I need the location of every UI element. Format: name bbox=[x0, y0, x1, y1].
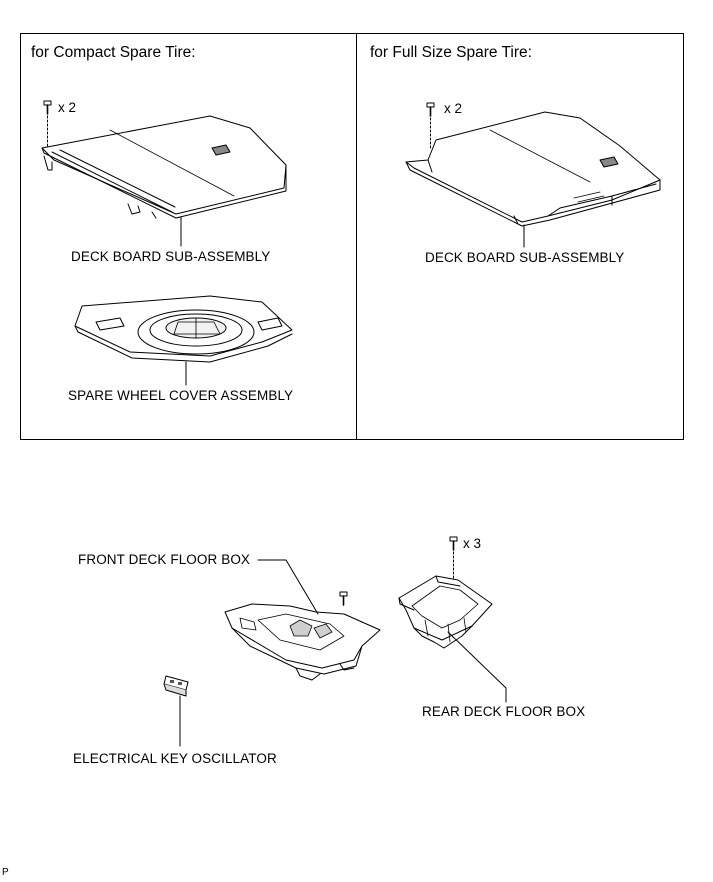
bolt-icon bbox=[44, 101, 51, 150]
full-deck-board-drawing bbox=[406, 112, 660, 247]
spare-wheel-cover-label: SPARE WHEEL COVER ASSEMBLY bbox=[68, 388, 294, 403]
panels-frame bbox=[20, 33, 684, 440]
front-deck-floor-box-drawing bbox=[225, 560, 380, 680]
compact-bolt-quantity: x 2 bbox=[58, 100, 77, 115]
rear-deck-floor-box-label: REAR DECK FLOOR BOX bbox=[422, 704, 586, 719]
front-deck-floor-box-label: FRONT DECK FLOOR BOX bbox=[78, 552, 251, 567]
rear-deck-floor-box-drawing bbox=[399, 576, 506, 702]
bolt-icon bbox=[450, 537, 457, 578]
bolt-icon bbox=[427, 103, 434, 150]
spare-wheel-cover-drawing bbox=[75, 296, 292, 385]
electrical-key-oscillator-drawing bbox=[164, 676, 188, 746]
full-deck-board-label: DECK BOARD SUB-ASSEMBLY bbox=[425, 250, 625, 265]
panels-divider bbox=[356, 33, 357, 440]
compact-deck-board-label: DECK BOARD SUB-ASSEMBLY bbox=[71, 249, 271, 264]
electrical-key-oscillator-label: ELECTRICAL KEY OSCILLATOR bbox=[73, 751, 277, 766]
compact-deck-board-drawing bbox=[42, 116, 286, 246]
illustration-code: P bbox=[2, 867, 9, 878]
compact-panel-heading: for Compact Spare Tire: bbox=[31, 44, 196, 61]
full-panel-heading: for Full Size Spare Tire: bbox=[370, 44, 532, 61]
bolt-icon bbox=[340, 592, 347, 605]
full-bolt-quantity: x 2 bbox=[444, 101, 463, 116]
rear-bolt-quantity: x 3 bbox=[463, 536, 482, 551]
